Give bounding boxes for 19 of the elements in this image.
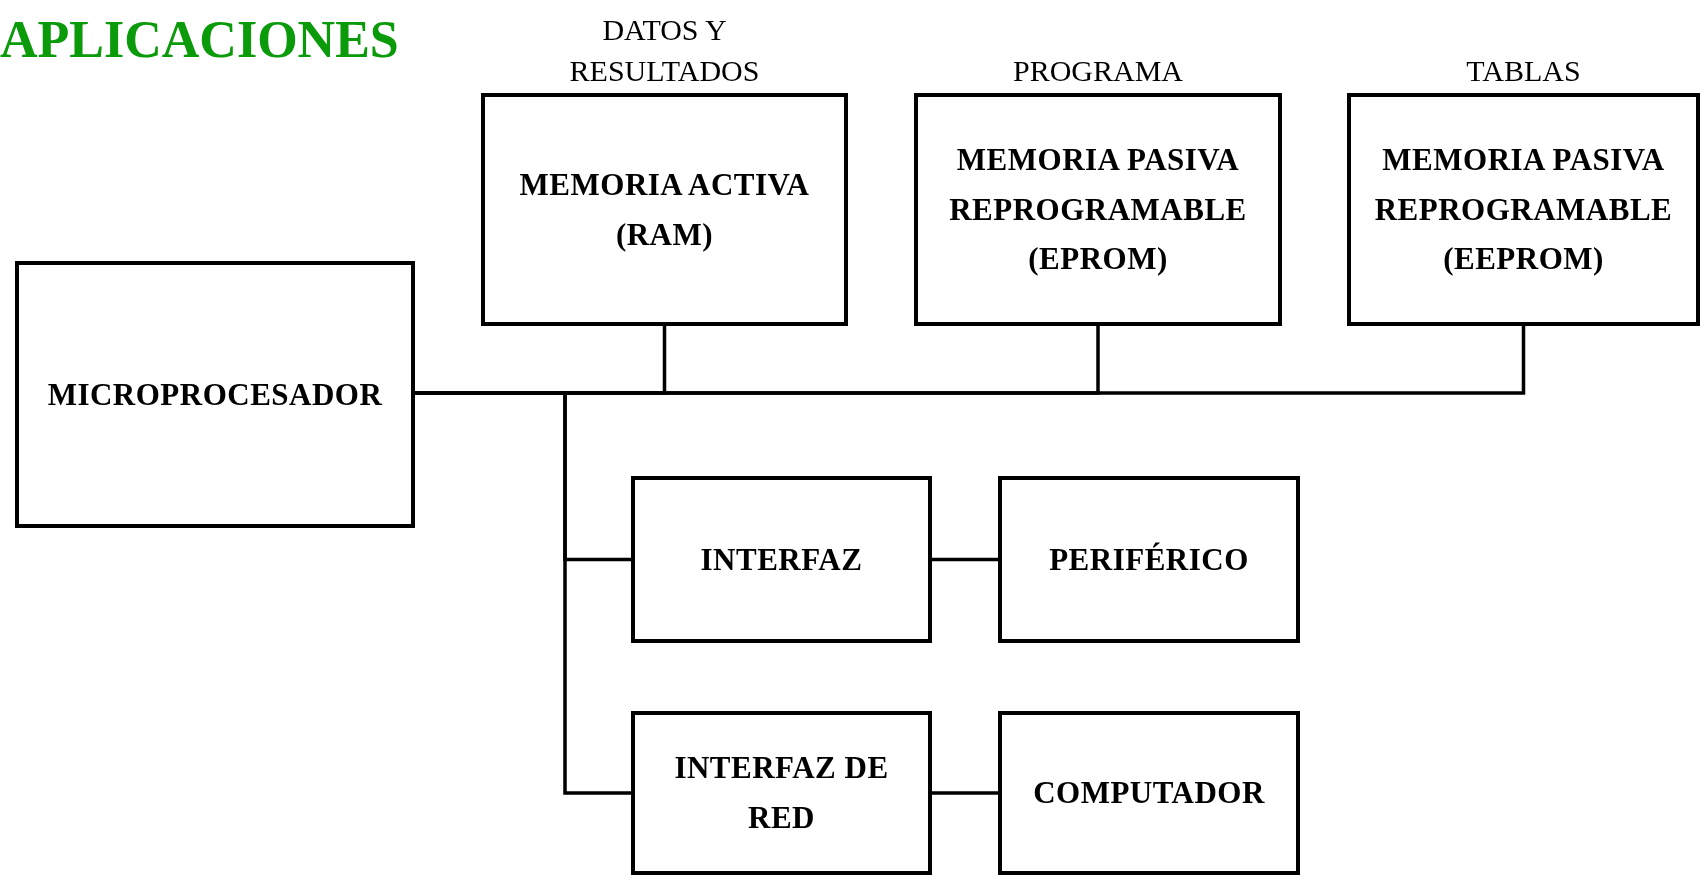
block-box (631, 711, 932, 875)
block-label: MEMORIA PASIVA REPROGRAMABLE (EEPROM) (1373, 141, 1674, 279)
block-box (15, 261, 415, 528)
block-label: MICROPROCESADOR (46, 375, 384, 414)
block-label: MEMORIA PASIVA REPROGRAMABLE (EPROM) (948, 141, 1248, 279)
connector-line (932, 557, 998, 562)
block-label: INTERFAZ (699, 540, 864, 579)
title: APLICACIONES (0, 14, 399, 66)
block-label: MEMORIA ACTIVA (RAM) (518, 165, 811, 254)
block-label: COMPUTADOR (1032, 774, 1266, 813)
connector-line (932, 791, 998, 795)
block-box (998, 476, 1300, 643)
block-label: INTERFAZ DE RED (673, 749, 890, 837)
block-box (631, 476, 932, 643)
block-label: PERIFÉRICO (1048, 540, 1250, 579)
block-box (998, 711, 1300, 875)
block-heading: DATOS Y RESULTADOS (568, 12, 761, 89)
block-heading: PROGRAMA (1011, 52, 1184, 89)
block-heading: TABLAS (1465, 52, 1582, 89)
